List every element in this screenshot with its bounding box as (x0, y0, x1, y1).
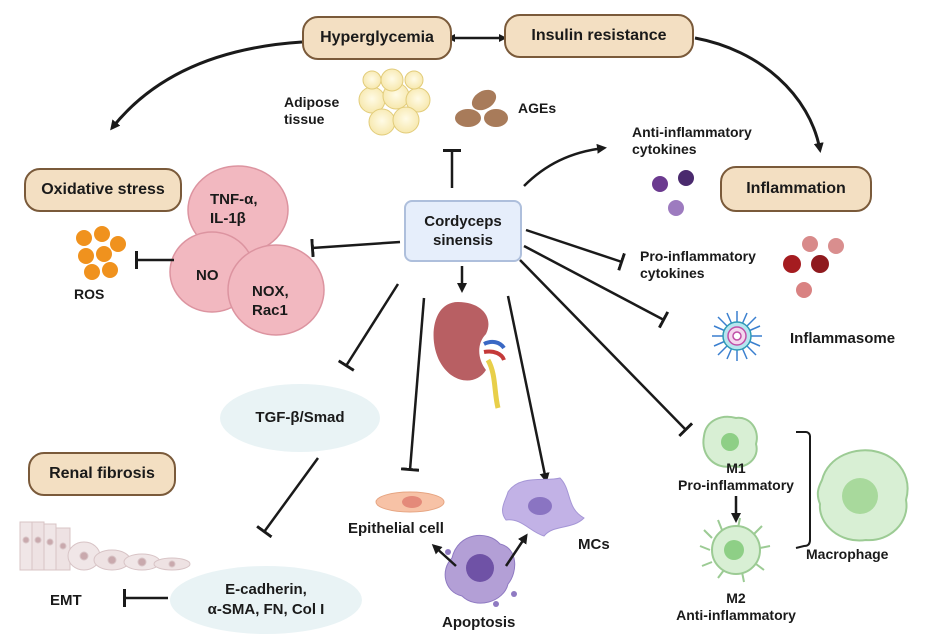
oxidative-stress-node: Oxidative stress (24, 168, 182, 212)
ages-label: AGEs (518, 100, 557, 116)
ros-dots-icon (76, 226, 126, 280)
tnf-line-2: IL-1β (210, 210, 246, 227)
inflammasome-icon (712, 311, 762, 361)
inflammasome-label: Inflammasome (790, 330, 896, 347)
m1-macrophage-icon (702, 415, 758, 468)
emt-label: EMT (50, 592, 82, 609)
hyperglycemia-node: Hyperglycemia (302, 16, 452, 60)
anti-inflammatory-cytokines-label: Anti-inflammatory cytokines (632, 124, 752, 158)
m2-label: M2 Anti-inflammatory (676, 590, 796, 624)
anti-cytokine-dots-icon (652, 170, 694, 216)
mc-cell-icon (502, 477, 585, 537)
ages-icon (455, 89, 508, 127)
emt-cells-icon (19, 521, 191, 571)
pro-inflammatory-cytokines-label: Pro-inflammatory cytokines (640, 248, 756, 282)
epithelial-cell-label: Epithelial cell (348, 520, 444, 537)
tgf-ellipse (220, 384, 380, 452)
m2-line-2: Anti-inflammatory (676, 607, 796, 623)
nox-line-1: NOX, (252, 283, 289, 300)
m1-label: M1 Pro-inflammatory (676, 460, 796, 494)
mcs-label: MCs (578, 536, 610, 553)
adipose-cells-icon (358, 68, 431, 136)
macrophage-bracket (795, 431, 811, 549)
adipose-line-1: Adipose (284, 94, 340, 110)
m1-line-2: Pro-inflammatory (678, 477, 794, 493)
kidney-icon (433, 302, 506, 409)
nox-rac1-label: NOX, Rac1 (252, 282, 289, 320)
insulin-resistance-node: Insulin resistance (504, 14, 694, 58)
pro-cytokine-dots-icon (783, 236, 844, 298)
cordyceps-sinensis-node: Cordyceps sinensis (404, 200, 522, 262)
pro-cytokines-line-2: cytokines (640, 265, 705, 281)
apoptosis-label: Apoptosis (442, 614, 516, 631)
pro-cytokines-line-1: Pro-inflammatory (640, 248, 756, 264)
anti-cytokines-line-1: Anti-inflammatory (632, 124, 752, 140)
nox-line-2: Rac1 (252, 302, 288, 319)
arrow-insulin-to-inflammation (694, 36, 824, 153)
no-label: NO (196, 267, 219, 284)
cordyceps-line-2: sinensis (432, 232, 494, 249)
adipose-line-2: tissue (284, 111, 325, 127)
epithelial-cell-icon (375, 491, 445, 513)
m1-line-1: M1 (726, 460, 746, 476)
emt-markers-label: E-cadherin, α-SMA, FN, Col I (176, 580, 356, 620)
adipose-tissue-label: Adipose tissue (284, 94, 339, 128)
inflammation-node: Inflammation (720, 166, 872, 212)
tnf-il1b-label: TNF-α, IL-1β (210, 190, 258, 228)
renal-fibrosis-node: Renal fibrosis (28, 452, 176, 496)
tnf-line-1: TNF-α, (210, 191, 258, 208)
tgf-smad-label: TGF-β/Smad (255, 409, 345, 426)
m2-line-1: M2 (726, 590, 746, 606)
arrow-hyperglycemia-to-oxidative (110, 40, 303, 131)
m2-macrophage-icon (699, 517, 771, 583)
ros-label: ROS (74, 286, 105, 302)
apoptosis-cell-icon (444, 535, 517, 607)
macrophage-icon (816, 449, 909, 542)
anti-cytokines-line-2: cytokines (632, 141, 697, 157)
macrophage-label: Macrophage (806, 546, 889, 562)
emt-markers-line-2: α-SMA, FN, Col I (207, 601, 325, 618)
emt-markers-line-1: E-cadherin, (225, 581, 307, 598)
tnf-no-nox-blobs (169, 165, 325, 336)
cordyceps-line-1: Cordyceps (424, 213, 502, 230)
emt-markers-ellipse (170, 566, 362, 634)
